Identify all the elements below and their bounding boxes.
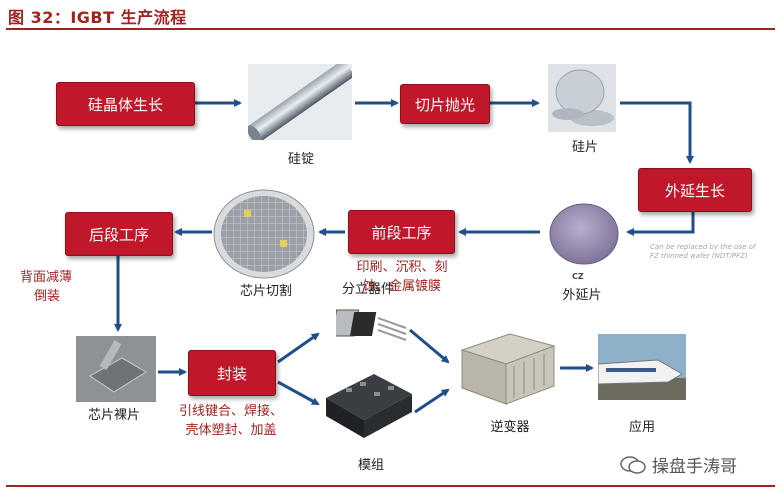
- fz-note-line1: Can be replaced by the use of: [650, 243, 756, 251]
- module-label: 模组: [357, 458, 384, 473]
- arrow-module-to-inverter: [414, 388, 450, 414]
- front-process-text: 印刷、沉积、刻 蚀、金属镀膜: [340, 258, 464, 296]
- ingot-label: 硅锭: [287, 152, 314, 167]
- watermark-text: 操盘手涛哥: [652, 457, 737, 477]
- epi-wafer-image: [542, 198, 624, 272]
- arrow-epi-to-epiwafer: [626, 212, 695, 236]
- wafer-image: [548, 64, 616, 132]
- application-image: [597, 334, 686, 400]
- bare-chip-illustration: [76, 336, 156, 402]
- bare-chip-label: 芯片裸片: [87, 408, 140, 423]
- front-process-line1: 印刷、沉积、刻: [356, 260, 448, 275]
- application-label: 应用: [628, 420, 655, 435]
- step-cut-polish: 切片抛光: [400, 84, 490, 124]
- package-process-line2: 壳体塑封、加盖: [185, 423, 277, 438]
- module-image: [320, 368, 416, 444]
- step-back-end: 后段工序: [65, 212, 173, 256]
- wafer-label: 硅片: [571, 140, 598, 155]
- arrow-package-to-discrete: [277, 332, 320, 364]
- patterned-wafer-illustration: [213, 189, 315, 279]
- ingot-image: [247, 60, 354, 143]
- package-process-text: 引线键合、焊接、 壳体塑封、加盖: [166, 402, 296, 440]
- fz-note: Can be replaced by the use of FZ thinned…: [650, 243, 760, 261]
- discrete-label: 分立器件: [341, 282, 394, 297]
- arrow-discrete-to-inverter: [409, 328, 450, 364]
- step-epitaxial-growth: 外延生长: [638, 168, 752, 212]
- bare-chip-image: [76, 336, 156, 402]
- chip-cut-image: [212, 188, 316, 280]
- front-process-line2: 蚀、金属镀膜: [362, 279, 441, 294]
- discrete-image: [331, 302, 408, 342]
- watermark: 操盘手涛哥: [620, 452, 737, 477]
- arrow-package-to-module: [277, 380, 320, 406]
- chip-cut-label: 芯片切割: [239, 284, 292, 299]
- back-process-text: 背面减薄 倒装: [20, 268, 94, 306]
- package-process-line1: 引线键合、焊接、: [178, 404, 283, 419]
- back-process-line2: 倒装: [34, 289, 61, 304]
- module-illustration: [326, 374, 412, 438]
- discrete-device-illustration: [331, 309, 407, 341]
- step-silicon-crystal-growth: 硅晶体生长: [56, 82, 195, 126]
- inverter-illustration: [460, 333, 556, 405]
- inverter-image: [452, 328, 558, 410]
- epi-wafer-illustration: [549, 203, 619, 265]
- step-package: 封装: [188, 350, 276, 396]
- bottom-rule: [6, 485, 775, 487]
- ingot-illustration: [247, 60, 354, 143]
- wechat-icon: [620, 455, 646, 474]
- epi-wafer-label: 外延片: [562, 288, 602, 303]
- train-illustration: [597, 334, 686, 400]
- back-process-line1: 背面减薄: [20, 270, 73, 285]
- page-title: 图 32：IGBT 生产流程: [8, 8, 187, 27]
- top-rule: [6, 28, 775, 30]
- wafer-illustration: [548, 64, 616, 132]
- cz-label: CZ: [572, 272, 584, 281]
- inverter-label: 逆变器: [490, 420, 530, 435]
- fz-note-line2: FZ thinned wafer (NDT/PFZ): [650, 252, 748, 260]
- step-front-end: 前段工序: [348, 210, 455, 254]
- arrow-wafer-to-epi: [620, 101, 694, 164]
